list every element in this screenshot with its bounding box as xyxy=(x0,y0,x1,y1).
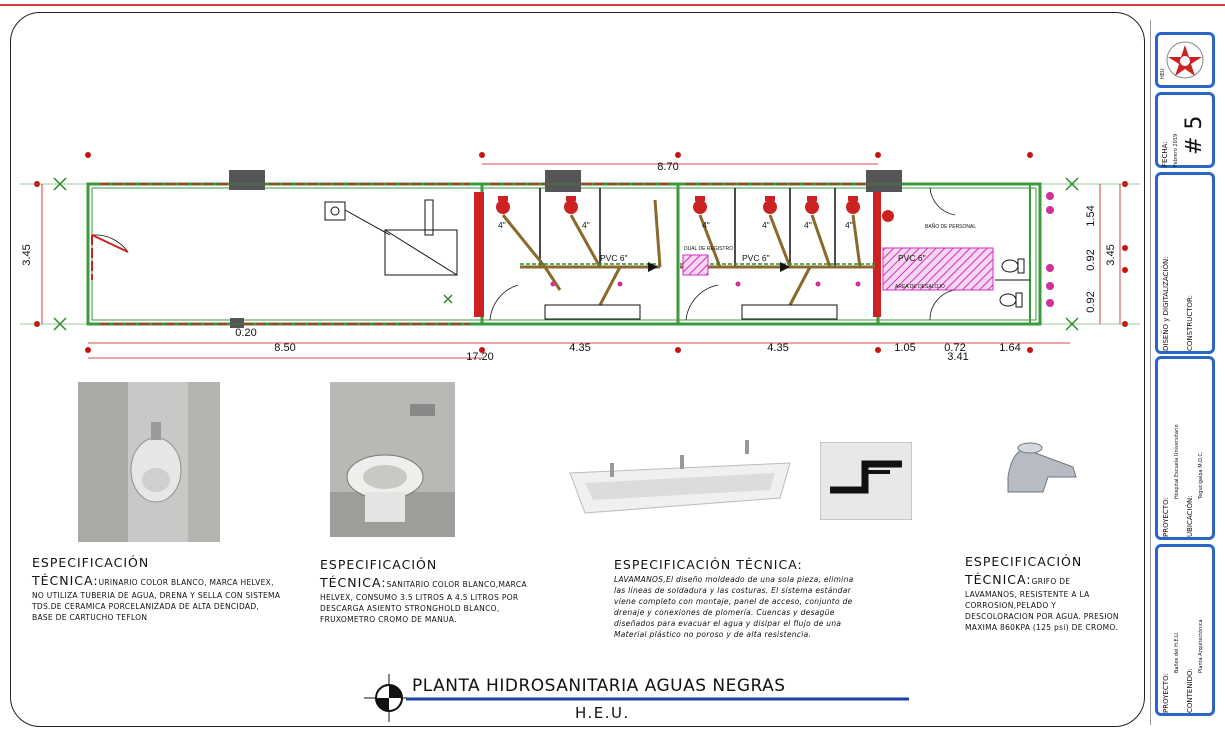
proyecto-label: PROYECTO: xyxy=(1162,497,1170,537)
floor-plan: 8.70 3.45 1.54 0.92 0.92 3.45 0.20 8.50 … xyxy=(20,152,1140,363)
contenido-label: CONTENIDO: xyxy=(1186,668,1194,713)
magenta-fixtures xyxy=(550,192,1054,307)
constructor-label: CONSTRUCTOR: xyxy=(1186,294,1194,351)
spec-heading: ESPECIFICACIÓN TÉCNICA: xyxy=(614,557,803,572)
dim-bottom-6: 1.64 xyxy=(999,342,1020,354)
toilet-photo xyxy=(330,382,455,537)
dim-sub: 3.41 xyxy=(947,351,968,363)
fecha-label: FECHA: xyxy=(1161,141,1169,167)
diseno-label: DISEÑO y DIGITALIZACIÓN: xyxy=(1162,256,1170,351)
spec-toilet: ESPECIFICACIÓN TÉCNICA:SANITARIO COLOR B… xyxy=(320,556,535,625)
dim-total-top: 8.70 xyxy=(657,161,678,173)
washbasin-photo xyxy=(565,428,795,523)
dim-left: 3.45 xyxy=(21,244,33,265)
staff-toilets xyxy=(995,258,1030,308)
pipe-arrows xyxy=(648,262,790,272)
logo-text: HEU xyxy=(1160,68,1166,79)
spec-heading: TÉCNICA: xyxy=(320,575,387,590)
dim-overall: 17.20 xyxy=(466,351,494,363)
dim-right-total: 3.45 xyxy=(1105,244,1117,265)
spec-heading: TÉCNICA: xyxy=(32,573,99,588)
pipe-label-2: PVC 6" xyxy=(742,253,770,263)
dim-right-b: 0.92 xyxy=(1085,249,1097,270)
ubicacion-label: UBICACIÓN: xyxy=(1186,495,1194,537)
drawing-frame xyxy=(10,12,1145,727)
service-fixtures xyxy=(324,199,458,276)
spec-washbasin: ESPECIFICACIÓN TÉCNICA: LAVAMANOS,El dis… xyxy=(614,556,854,640)
spec-body: SANITARIO COLOR BLANCO,MARCA HELVEX, CON… xyxy=(320,580,527,624)
spec-urinal: ESPECIFICACIÓN TÉCNICA:URINARIO COLOR BL… xyxy=(32,554,282,623)
logo-block: HEU xyxy=(1155,32,1215,88)
content-block: PROYECTO: Baños del H.E.U. CONTENIDO: Pl… xyxy=(1155,544,1215,716)
hospital-logo-icon xyxy=(1166,41,1204,79)
room-label-registry: DUAL DE REGISTRO xyxy=(684,246,733,252)
pipe-label-3: PVC 6" xyxy=(898,253,926,263)
spec-heading: ESPECIFICACIÓN xyxy=(320,557,438,572)
fecha-value: Febrero 2019 xyxy=(1173,133,1179,167)
dim-bottom-1: 8.50 xyxy=(274,342,295,354)
dimension-lines xyxy=(20,163,1140,359)
spec-heading: ESPECIFICACIÓN xyxy=(965,554,1083,569)
toilets xyxy=(496,196,894,222)
dim-bottom-2: 4.35 xyxy=(569,342,590,354)
drain-detail xyxy=(820,442,912,520)
stall-partitions xyxy=(539,188,836,268)
title-symbol xyxy=(364,674,909,722)
columns xyxy=(229,170,902,328)
contenido-value: Planta Arquitectónica xyxy=(1198,619,1204,673)
spec-body: GRIFO DE LAVAMANOS, RESISTENTE A LA CORR… xyxy=(965,577,1119,632)
hatched-area xyxy=(882,247,994,291)
proyecto-value: Hospital Escuela Universitario xyxy=(1174,424,1180,499)
faucet-photo xyxy=(988,432,1088,504)
design-block: DISEÑO y DIGITALIZACIÓN: CONSTRUCTOR: xyxy=(1155,172,1215,354)
fixture-label-4: 4" xyxy=(762,220,770,230)
dim-right-c: 0.92 xyxy=(1085,291,1097,312)
pipe-label-1: PVC 6" xyxy=(600,253,628,263)
drawing-subtitle: H.E.U. xyxy=(575,704,630,722)
ubicacion-value: Tegucigalpa M.D.C. xyxy=(1198,451,1204,499)
title-block-column xyxy=(1150,20,1221,725)
sinks xyxy=(544,304,838,320)
dim-small: 0.20 xyxy=(235,327,256,339)
date-block: FECHA: Febrero 2019 # 5 xyxy=(1155,92,1215,168)
project-block: PROYECTO: Hospital Escuela Universitario… xyxy=(1155,356,1215,540)
spec-body: URINARIO COLOR BLANCO, MARCA HELVEX, NO … xyxy=(32,578,281,622)
registro-box xyxy=(682,254,709,276)
urinal-photo xyxy=(78,382,220,542)
room-label-staff-bath: BAÑO DE PERSONAL xyxy=(925,223,976,230)
sheet-number: # 5 xyxy=(1182,115,1207,155)
axis-markers xyxy=(53,177,1079,331)
fixture-label-1: 4" xyxy=(498,220,506,230)
dim-bottom-5: 0.72 xyxy=(944,342,965,354)
drain-pipes xyxy=(501,199,875,306)
drawing-title: PLANTA HIDROSANITARIA AGUAS NEGRAS xyxy=(412,676,786,696)
room-label-evac: AREA DE DESALOJO xyxy=(895,284,945,290)
fixture-label-2: 4" xyxy=(582,220,590,230)
doors xyxy=(91,187,956,321)
fixture-label-6: 4" xyxy=(845,220,853,230)
dim-right-a: 1.54 xyxy=(1085,205,1097,226)
dim-bottom-4: 1.05 xyxy=(894,342,915,354)
top-border-line xyxy=(0,4,1225,6)
spec-faucet: ESPECIFICACIÓN TÉCNICA:GRIFO DE LAVAMANO… xyxy=(965,553,1125,633)
fixture-label-3: 4" xyxy=(702,220,710,230)
spec-heading: ESPECIFICACIÓN xyxy=(32,555,150,570)
fixture-label-5: 4" xyxy=(804,220,812,230)
dim-bottom-3: 4.35 xyxy=(767,342,788,354)
spec-body: LAVAMANOS,El diseño moldeado de una sola… xyxy=(614,575,854,639)
proyecto2-label: PROYECTO: xyxy=(1162,673,1170,713)
proyecto2-value: Baños del H.E.U. xyxy=(1174,631,1180,673)
spec-heading: TÉCNICA: xyxy=(965,572,1032,587)
